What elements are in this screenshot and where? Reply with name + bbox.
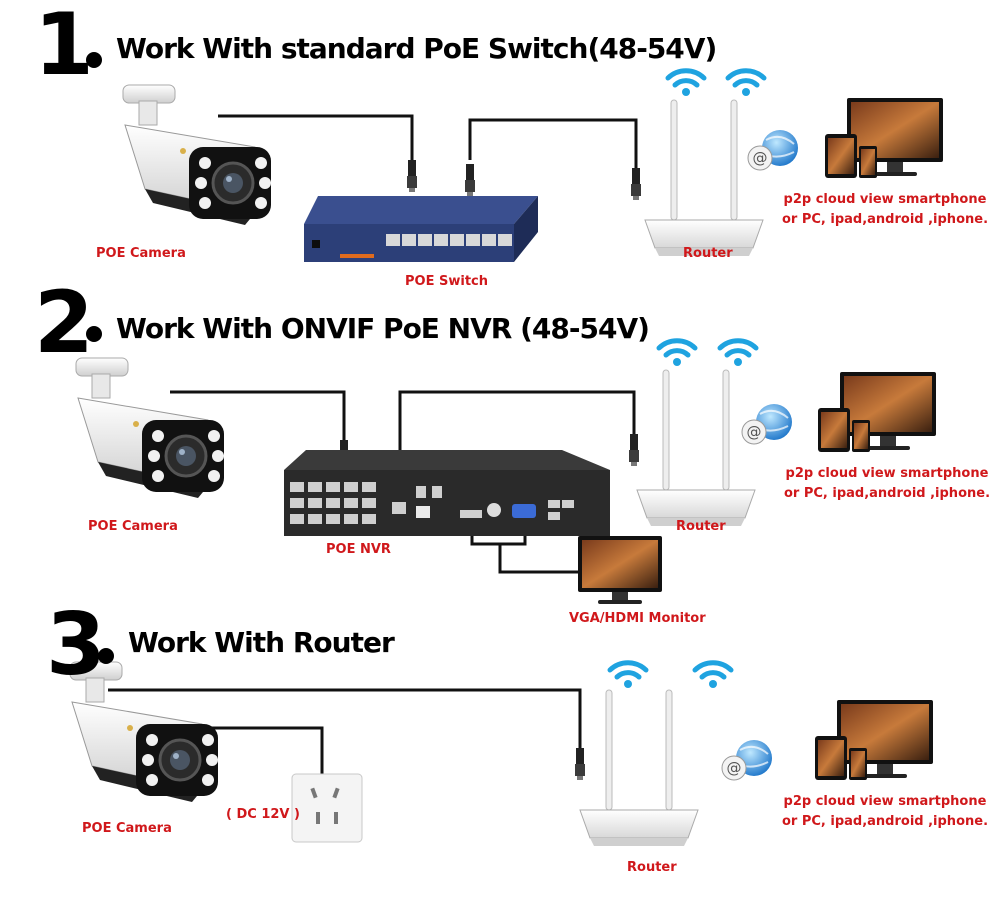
section-1-camera-label: POE Camera [96,246,186,261]
section-2-title: Work With ONVIF PoE NVR (48-54V) [116,312,650,345]
section-1-number: 1 [34,0,94,95]
wifi-icon [659,341,695,366]
cable-camera-nvr [170,390,346,452]
p2p-line-1: p2p cloud view smartphone [783,794,987,809]
section-1-p2p-text: p2p cloud view smartphone or PC, ipad,an… [780,190,990,230]
section-1-bullet-dot [86,52,102,68]
router-icon [636,369,756,527]
cable-camera-switch [218,114,414,160]
section-1-switch-label: POE Switch [405,274,488,289]
section-1-graphics [121,71,943,262]
section-3-router-label: Router [627,860,677,875]
cable-nvr-monitor [470,530,580,574]
section-3-bullet-dot [98,648,114,664]
section-3-graphics [68,662,933,847]
section-2-monitor-label: VGA/HDMI Monitor [569,611,706,626]
rj45-plug-icon [465,164,475,196]
section-3-p2p-text: p2p cloud view smartphone or PC, ipad,an… [780,792,990,832]
p2p-line-2: or PC, ipad,android ,iphone. [781,212,989,227]
monitor-icon [578,536,662,604]
wifi-icon [695,663,731,688]
section-2-camera-label: POE Camera [88,519,178,534]
cable-camera-power [200,726,324,790]
section-2-number: 2 [34,273,94,373]
wifi-icon [610,663,646,688]
section-2-nvr-label: POE NVR [326,542,391,557]
router-icon [579,689,699,847]
wifi-icon [668,71,704,96]
rj45-plug-icon [575,748,585,780]
cable-nvr-router [398,390,636,470]
devices-icon [825,98,943,178]
poe-camera-icon [121,83,273,227]
poe-nvr-icon [284,450,610,536]
section-2-bullet-dot [86,326,102,342]
p2p-line-1: p2p cloud view smartphone [783,192,987,207]
cable-switch-router [468,118,638,170]
section-1-title: Work With standard PoE Switch(48-54V) [116,32,717,65]
section-3-number: 3 [46,595,106,695]
rj45-plug-icon [631,168,641,200]
section-2-p2p-text: p2p cloud view smartphone or PC, ipad,an… [782,464,992,504]
internet-globe-icon [747,129,799,171]
wifi-icon [728,71,764,96]
power-outlet-icon [291,773,363,843]
internet-globe-icon [741,403,793,445]
section-1-router-label: Router [683,246,733,261]
router-icon [644,99,764,257]
p2p-line-2: or PC, ipad,android ,iphone. [783,486,991,501]
section-2-router-label: Router [676,519,726,534]
devices-icon [818,372,936,452]
section-3-title: Work With Router [128,626,395,659]
poe-switch-icon [304,196,538,262]
poe-camera-icon [74,356,226,500]
rj45-plug-icon [629,434,639,466]
wifi-icon [720,341,756,366]
rj45-plug-icon [407,160,417,192]
p2p-line-2: or PC, ipad,android ,iphone. [781,814,989,829]
section-3-power-label: ( DC 12V ) [226,807,300,822]
cable-camera-router [108,688,582,752]
section-3-camera-label: POE Camera [82,821,172,836]
p2p-line-1: p2p cloud view smartphone [785,466,989,481]
section-2-graphics [74,341,936,604]
devices-icon [815,700,933,780]
internet-globe-icon [721,739,773,781]
